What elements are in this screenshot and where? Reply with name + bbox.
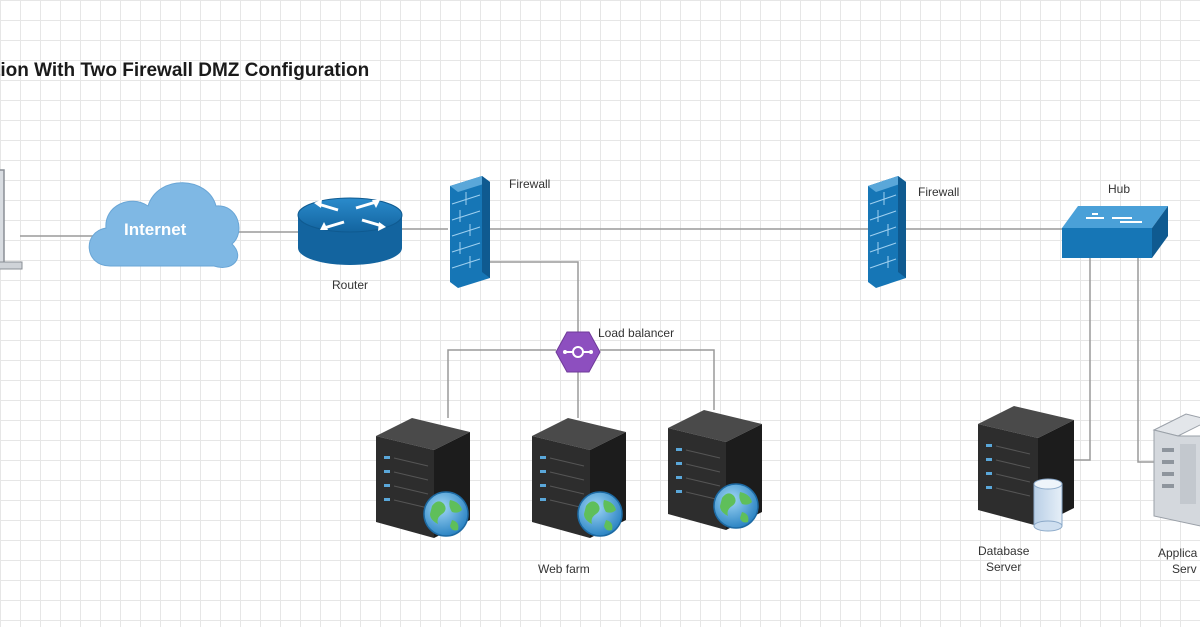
link-lb-webserver-1 [447,349,556,418]
connectors [20,228,1155,463]
hub-label: Hub [1108,182,1131,196]
internet-cloud-icon [88,182,240,268]
router-label: Router [332,278,369,292]
link-firewall-loadbalancer [490,261,579,332]
firewall-outer-icon [450,176,490,288]
router-icon [297,197,403,265]
database-server-icon [978,406,1074,532]
load-balancer-icon [555,331,601,373]
link-hub-dbserver [1074,258,1091,461]
load-balancer-label: Load balancer [598,326,675,340]
web-server-2-icon [532,418,626,538]
firewall-outer-label: Firewall [509,177,551,191]
web-farm-label: Web farm [538,562,590,576]
web-server-3-icon [668,410,762,530]
application-server-label-line1: Applica [1158,546,1198,560]
application-server-label-line2: Serv [1172,562,1197,576]
firewall-inner-icon [868,176,906,288]
link-lb-webserver-3 [600,349,715,410]
application-server-icon [1152,413,1200,527]
diagram-title: tion With Two Firewall DMZ Configuration [0,60,370,81]
internet-label: Internet [124,220,187,239]
database-server-label-line1: Database [978,544,1030,558]
workstation-icon [0,169,23,270]
firewall-inner-label: Firewall [918,185,960,199]
hub-icon [1062,206,1168,258]
database-server-label-line2: Server [986,560,1022,574]
link-hub-appserver [1137,258,1155,463]
web-server-1-icon [376,418,470,538]
